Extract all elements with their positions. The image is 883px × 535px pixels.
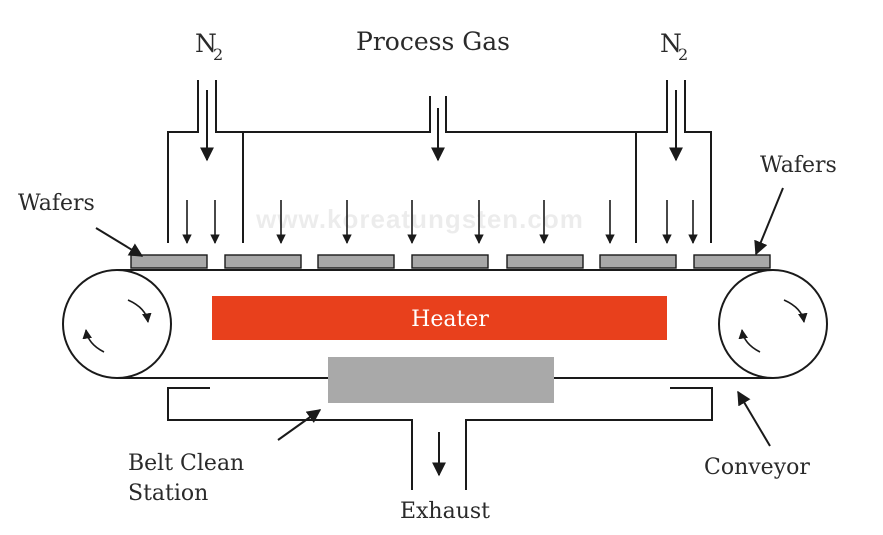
- process-gas-label: Process Gas: [356, 27, 510, 56]
- svg-text:2: 2: [678, 45, 688, 64]
- wafer: [317, 254, 395, 269]
- wafer: [693, 254, 771, 269]
- rotation-arrow-icon: [82, 329, 105, 353]
- heater: Heater: [212, 296, 667, 340]
- wafer: [599, 254, 677, 269]
- svg-text:N: N: [195, 29, 217, 58]
- gas-flow-arrows: [182, 200, 698, 244]
- n2-left-label: N 2: [195, 29, 223, 64]
- svg-text:2: 2: [213, 45, 223, 64]
- rotation-arrow-icon: [127, 299, 152, 323]
- right-roller: [718, 269, 828, 379]
- conveyor-pointer: [737, 390, 771, 447]
- wafer: [506, 254, 584, 269]
- conveyor-label: Conveyor: [704, 455, 810, 480]
- wafers-left-pointer: [95, 227, 144, 257]
- rotation-arrow-icon: [738, 329, 761, 353]
- belt-clean-label-line1: Belt Clean: [128, 451, 244, 476]
- rotation-arrow-icon: [783, 299, 808, 323]
- watermark-text: www.koreatungsten.com: [255, 204, 584, 234]
- belt-clean-label-line2: Station: [128, 481, 208, 506]
- belt-clean-pointer: [277, 409, 322, 441]
- wafer: [130, 254, 208, 269]
- wafer: [411, 254, 489, 269]
- n2-right-label: N 2: [660, 29, 688, 64]
- inlet-arrows: [200, 90, 683, 162]
- wafers-left-label: Wafers: [18, 191, 95, 216]
- exhaust-duct: [167, 387, 713, 490]
- svg-text:N: N: [660, 29, 682, 58]
- wafer: [224, 254, 302, 269]
- wafers-right-pointer: [754, 187, 784, 256]
- belt-clean-block: [328, 357, 554, 403]
- gas-manifold: [167, 80, 712, 243]
- wafers: [130, 254, 771, 269]
- exhaust-label: Exhaust: [400, 499, 490, 524]
- wafers-right-label: Wafers: [760, 153, 837, 178]
- left-roller: [62, 269, 172, 379]
- heater-label: Heater: [411, 307, 489, 332]
